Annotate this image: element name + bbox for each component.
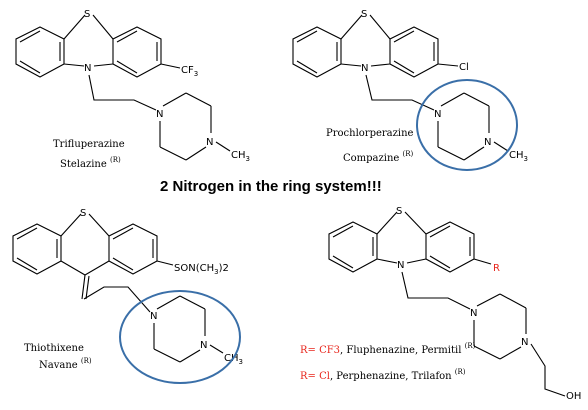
cf3-label: CF3 (181, 65, 198, 78)
benzene-ring-right (112, 26, 162, 78)
nitrogen-atom: N (150, 311, 157, 322)
methyl-label: CH3 (509, 150, 528, 163)
nitrogen-atom: N (397, 260, 404, 271)
trifluperazine-structure: S N CF3 N N CH3 Trifluperazine Stelazine… (15, 9, 250, 170)
sulfur-atom: S (84, 9, 90, 20)
methyl-label: CH3 (224, 353, 243, 366)
benzene-ring-left (15, 26, 65, 78)
sulfur-atom: S (396, 206, 402, 217)
brand-name: Stelazine (R) (60, 156, 121, 170)
benzene-ring-left (328, 221, 378, 273)
benzene-ring-left (12, 223, 62, 275)
benzene-ring-right (425, 221, 475, 273)
nitrogen-atom: N (434, 109, 441, 120)
sulfur-atom: S (80, 208, 86, 219)
piperazine-highlight-circle (416, 79, 518, 171)
nitrogen-atom: N (84, 63, 91, 74)
methyl-label: CH3 (231, 150, 250, 163)
sulfonamide-label: SON(CH3)2 (174, 263, 229, 276)
nitrogen-atom: N (484, 137, 491, 148)
piperazine-highlight-circle (119, 290, 241, 384)
nitrogen-atom: N (521, 337, 528, 348)
nitrogen-atom: N (361, 63, 368, 74)
nitrogen-atom: N (156, 109, 163, 120)
benzene-ring-left (292, 26, 342, 78)
nitrogen-atom: N (470, 308, 477, 319)
brand-name: Navane (R) (39, 357, 92, 371)
headline-text: 2 Nitrogen in the ring system!!! (160, 178, 382, 195)
nitrogen-atom: N (206, 137, 213, 148)
benzene-ring-right (108, 223, 158, 275)
drug-name: Prochlorperazine (326, 128, 414, 139)
thiothixene-structure: S SON(CH3)2 N N CH3 Thiothixene Navane (… (12, 208, 243, 384)
r-group-label: R (493, 263, 500, 274)
r-variant-1: R= CF3, Fluphenazine, Permitil (R) (300, 342, 476, 356)
brand-name: Compazine (R) (343, 150, 414, 164)
sulfur-atom: S (361, 9, 367, 20)
r-phenothiazine-structure: S N R N N OH R= CF3, Fluphenazine, Permi… (300, 206, 581, 402)
nitrogen-atom: N (200, 340, 207, 351)
r-variant-2: R= Cl, Perphenazine, Trilafon (R) (300, 368, 466, 382)
drug-name: Thiothixene (24, 343, 84, 354)
prochlorperazine-structure: S N Cl N N CH3 Prochlorperazine Compazin… (292, 9, 528, 171)
chlorine-label: Cl (459, 62, 469, 73)
hydroxyl-label: OH (566, 391, 581, 402)
benzene-ring-right (389, 26, 439, 78)
drug-name: Trifluperazine (53, 139, 125, 150)
